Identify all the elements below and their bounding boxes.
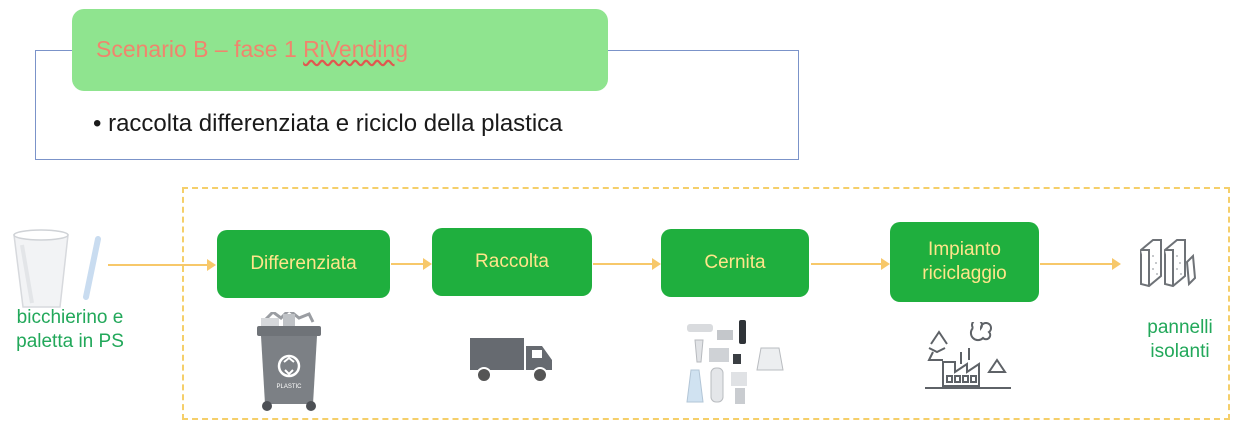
bin-label: PLASTIC <box>276 384 302 390</box>
arrow-impianto-to-output <box>1040 258 1121 270</box>
sorted-waste-icon <box>683 318 788 408</box>
arrow-differenziata-to-raccolta <box>391 258 432 270</box>
arrow-cernita-to-impianto <box>811 258 890 270</box>
scenario-bullet: • raccolta differenziata e riciclo della… <box>93 110 563 137</box>
input-label: bicchierino e paletta in PS <box>16 307 124 352</box>
step-cernita: Cernita <box>661 229 809 297</box>
step-differenziata: Differenziata <box>217 230 390 298</box>
truck-icon <box>470 338 554 384</box>
scenario-title-banner <box>72 9 608 91</box>
output-label: pannelli isolanti <box>1147 317 1213 362</box>
process-frame <box>182 187 1230 420</box>
scenario-title-brand: RiVending <box>303 36 408 62</box>
step-impianto-riciclaggio: Impianto riciclaggio <box>890 222 1039 302</box>
arrow-raccolta-to-cernita <box>593 258 661 270</box>
plastic-bin-icon: PLASTIC <box>253 312 325 412</box>
insulation-panels-icon <box>1135 236 1199 288</box>
recycling-plant-icon <box>925 322 1011 392</box>
cup-and-spoon-icon <box>10 225 105 310</box>
scenario-title: Scenario B – fase 1 RiVending <box>96 36 408 63</box>
arrow-input-to-differenziata <box>108 259 216 271</box>
scenario-title-prefix: Scenario B – fase 1 <box>96 36 304 62</box>
step-raccolta: Raccolta <box>432 228 592 296</box>
